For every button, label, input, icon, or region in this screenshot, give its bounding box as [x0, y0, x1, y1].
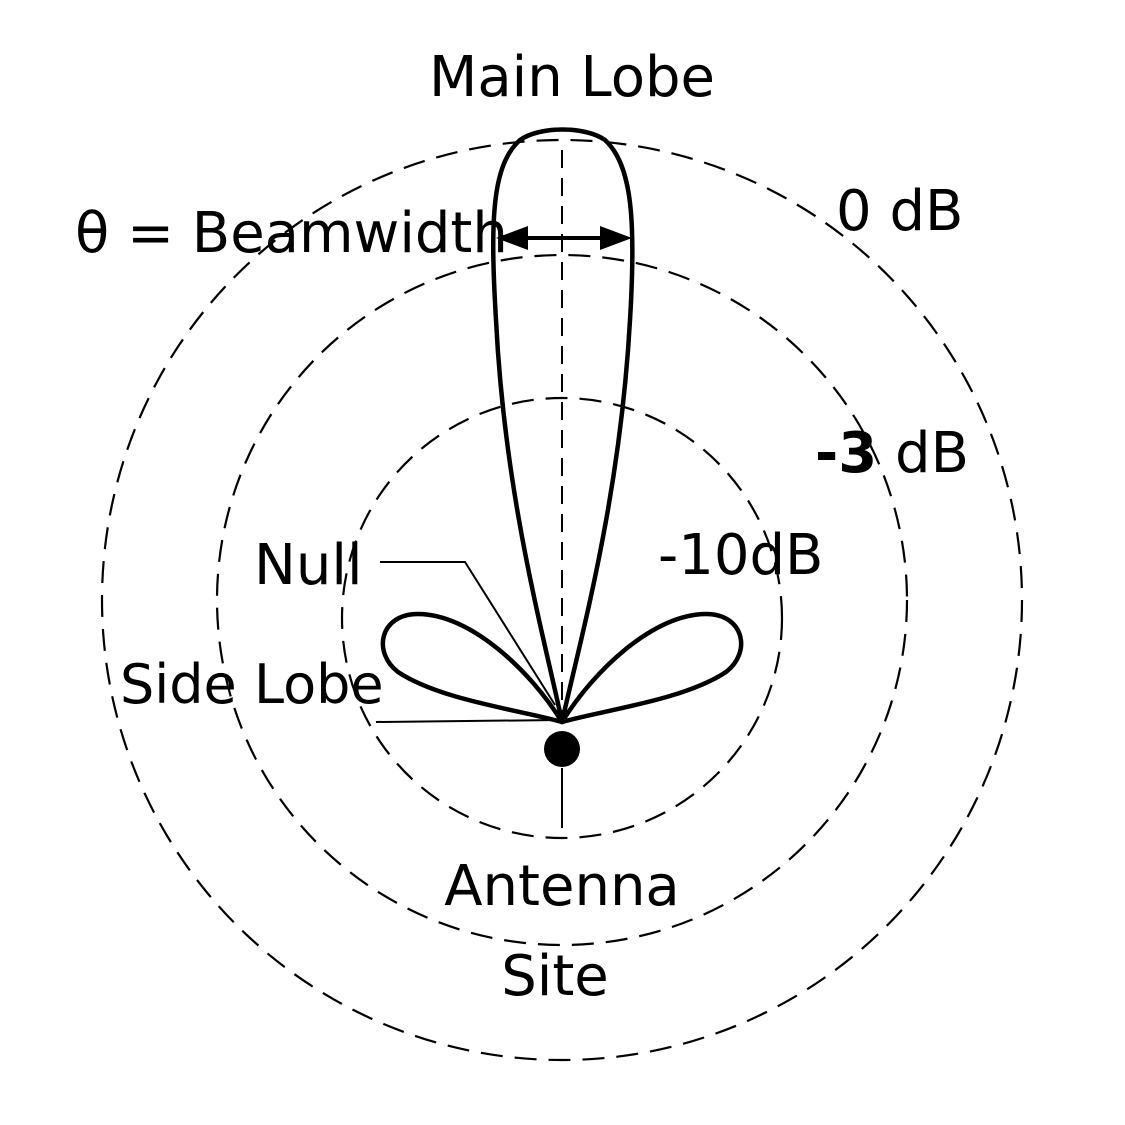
main-lobe-label: Main Lobe	[429, 45, 715, 110]
null-leader-line	[380, 561, 556, 706]
middle-ring-3db	[215, 253, 909, 947]
side-lobe-label: Side Lobe	[120, 653, 384, 716]
main-lobe-shape	[490, 127, 635, 725]
ring-label-3db-unit: dB	[877, 421, 969, 486]
outer-ring-0db	[100, 138, 1024, 1062]
right-side-lobe-shape	[559, 611, 744, 725]
antenna-label-line2: Site	[501, 944, 609, 1009]
ring-label-10db: -10dB	[658, 523, 823, 588]
inner-ring-10db	[340, 396, 784, 840]
left-side-lobe-shape	[380, 611, 565, 725]
antenna-site-dot	[544, 731, 580, 767]
ring-label-3db: -3 dB	[815, 421, 969, 486]
antenna-label-line1: Antenna	[444, 854, 680, 919]
beamwidth-label: θ = Beamwidth	[75, 201, 508, 266]
null-label: Null	[254, 533, 363, 598]
ring-label-0db-unit: dB	[872, 179, 964, 244]
side-lobe-leader-line	[375, 719, 561, 723]
beamwidth-arrow	[496, 226, 632, 250]
ring-label-0db-value: 0	[836, 179, 872, 244]
ring-label-0db: 0 dB	[836, 179, 963, 244]
ring-label-3db-value: -3	[815, 421, 877, 486]
